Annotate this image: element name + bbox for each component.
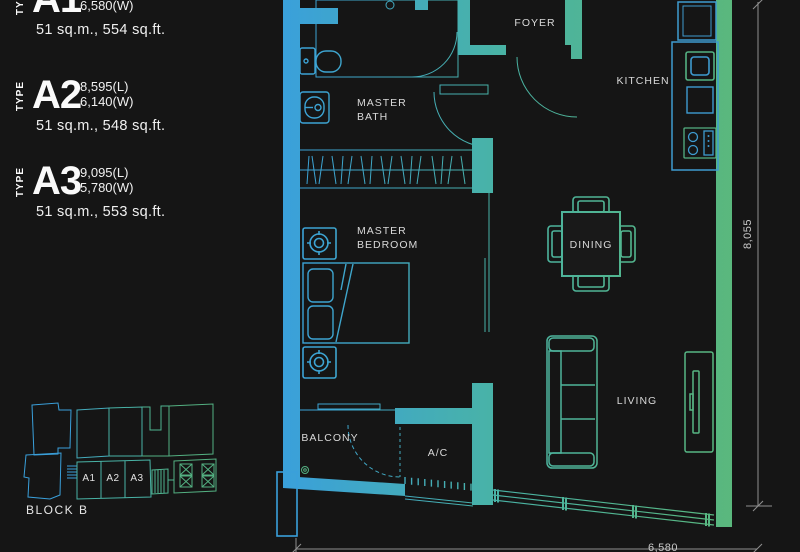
unit-width: 6,580(W) [80,0,134,13]
room-label-kitchen: KITCHEN [616,75,670,87]
key-plan [23,402,217,500]
unit-type-a2: TYPE A2 8,595(L) 6,140(W) 51 sq.m., 548 … [15,73,246,134]
living-railing-glass [492,489,715,527]
type-label: TYPE [15,0,26,16]
tv-console-icon [684,351,714,453]
room-label-foyer: FOYER [514,17,556,29]
balcony-glass [404,495,474,507]
unit-code: A1 [32,0,82,19]
key-plan-unit-a3: A3 [130,473,144,484]
unit-code: A2 [32,73,82,117]
room-label-master-bedroom: MASTER BEDROOM [357,225,419,251]
dining-table-icon [547,196,636,292]
key-plan-unit-row [76,459,152,500]
nightstand-lamp-icon [302,346,337,379]
kitchen-counter-icon [671,1,719,171]
balcony-pillar [276,466,309,537]
fridge-icon [677,1,717,41]
door-arc [433,91,490,148]
type-label: TYPE [15,167,26,198]
shower-door-arc [411,31,458,78]
room-label-dining: DINING [569,239,613,251]
unit-area: 51 sq.m., 548 sq.ft. [36,118,166,134]
unit-width: 6,140(W) [80,94,134,109]
sofa-icon [546,335,598,469]
room-label-master-bath: MASTER BATH [357,97,407,123]
shower-fixture-icon [415,0,428,10]
toilet-icon [299,47,342,75]
stairs-icon [151,468,169,495]
unit-length: 8,595(L) [80,79,129,94]
shower-drain-icon [385,0,395,10]
shower-room [315,0,459,78]
walls [283,0,732,527]
unit-type-a3: TYPE A3 9,095(L) 5,780(W) 51 sq.m., 553 … [15,159,246,220]
balcony-door [300,403,401,478]
nightstand-lamp-icon [302,227,337,260]
room-label-living: LIVING [616,395,658,407]
stairs-icon [67,465,77,479]
unit-code: A3 [32,159,82,203]
washbasin-icon [299,91,330,124]
stove-icon [683,127,717,159]
unit-type-a1: TYPE A1 8,085(L) 6,580(W) 51 sq.m., 554 … [15,0,246,38]
block-label: BLOCK B [26,503,89,517]
oven-icon [685,51,715,81]
unit-area: 51 sq.m., 554 sq.ft. [36,22,166,38]
balcony-slab [283,476,405,496]
key-plan-unit-a1: A1 [82,473,96,484]
key-plan-unit-a2: A2 [106,473,120,484]
sink-icon [686,86,714,114]
dimension-label-width: 6,580 [647,542,679,552]
dimension-label-height: 8,055 [742,218,754,250]
bedroom-window [484,193,490,332]
elevator-icon [179,463,215,488]
dimension-lines [292,0,772,552]
room-label-balcony: BALCONY [301,432,359,444]
unit-area: 51 sq.m., 553 sq.ft. [36,204,166,220]
key-plan-tower-left [31,402,72,456]
room-label-ac: A/C [427,447,449,459]
bath-door [433,84,490,148]
bed-icon [302,262,410,344]
wardrobe-icon [297,149,474,189]
entry-door-arc [516,56,578,118]
unit-length: 9,095(L) [80,165,129,180]
ac-louvre-icon [404,477,472,491]
unit-width: 5,780(W) [80,180,134,195]
type-label: TYPE [15,81,26,112]
